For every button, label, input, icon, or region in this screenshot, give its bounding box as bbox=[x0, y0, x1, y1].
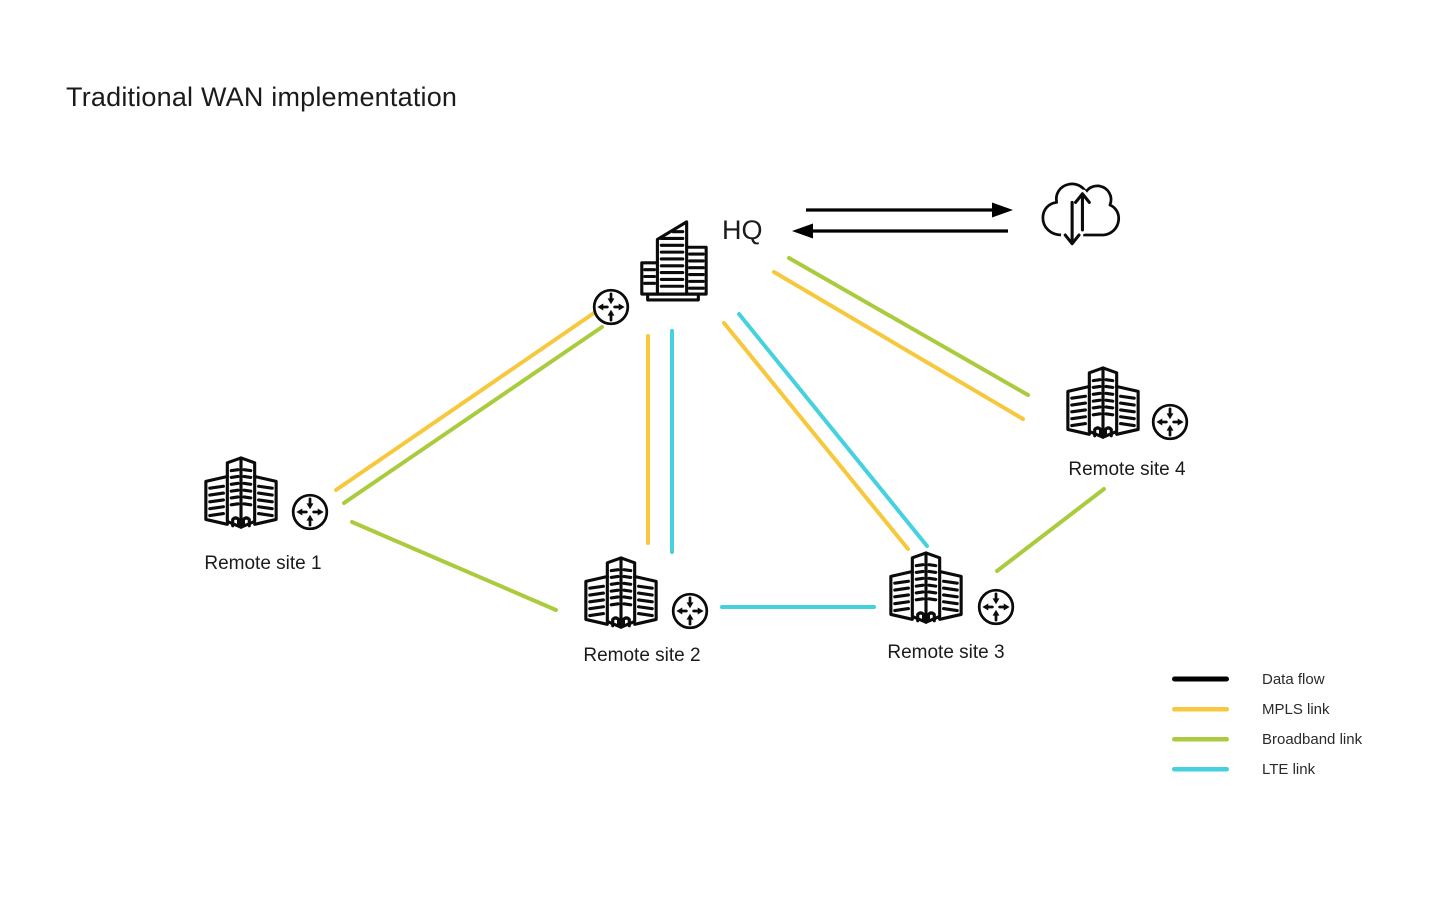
link-hq-rs3-mpls bbox=[722, 321, 910, 551]
legend-item-broadband: Broadband link bbox=[1172, 724, 1362, 754]
remote-site-1-building-icon bbox=[204, 456, 278, 529]
arrow-cloud-to-hq bbox=[792, 223, 1008, 239]
hq-label: HQ bbox=[722, 215, 763, 245]
link-hq-rs4-mpls bbox=[772, 270, 1025, 421]
legend-item-data-flow: Data flow bbox=[1172, 664, 1362, 694]
remote-site-3-label: Remote site 3 bbox=[887, 642, 1005, 663]
hq-router-icon bbox=[592, 288, 630, 326]
remote-site-2-label: Remote site 2 bbox=[583, 645, 701, 666]
remote-site-2-building-icon bbox=[584, 556, 658, 629]
legend-label-lte: LTE link bbox=[1262, 760, 1316, 778]
link-rs1-rs2-broadband bbox=[350, 520, 558, 612]
broadband-swatch bbox=[1172, 737, 1229, 742]
arrow-hq-to-cloud bbox=[806, 202, 1013, 218]
link-rs1-hq-mpls bbox=[334, 311, 596, 492]
link-rs1-hq-broadband bbox=[342, 325, 604, 505]
lte-swatch bbox=[1172, 767, 1229, 772]
cloud-icon bbox=[1043, 184, 1119, 244]
legend-label-mpls: MPLS link bbox=[1262, 700, 1330, 718]
legend: Data flow MPLS link Broadband link LTE l… bbox=[1172, 664, 1362, 784]
remote-site-1-label: Remote site 1 bbox=[204, 553, 322, 574]
remote-site-3-router-icon bbox=[977, 588, 1015, 626]
remote-site-4-building-icon bbox=[1066, 366, 1140, 439]
legend-item-mpls: MPLS link bbox=[1172, 694, 1362, 724]
link-rs3-rs4-broadband bbox=[995, 487, 1106, 573]
legend-label-data-flow: Data flow bbox=[1262, 670, 1325, 688]
hq-building-icon bbox=[640, 220, 708, 302]
remote-site-4-label: Remote site 4 bbox=[1068, 459, 1186, 480]
data-flow-swatch bbox=[1172, 676, 1229, 682]
link-hq-rs3-lte bbox=[737, 312, 929, 548]
remote-site-3-building-icon bbox=[889, 551, 963, 624]
legend-item-lte: LTE link bbox=[1172, 754, 1362, 784]
legend-label-broadband: Broadband link bbox=[1262, 730, 1363, 748]
data-flow-arrows bbox=[792, 202, 1013, 239]
mpls-swatch bbox=[1172, 707, 1229, 712]
page-title: Traditional WAN implementation bbox=[66, 82, 458, 112]
remote-site-1-router-icon bbox=[291, 493, 329, 531]
remote-site-2-router-icon bbox=[671, 592, 709, 630]
remote-site-4-router-icon bbox=[1151, 403, 1189, 441]
link-hq-rs4-broadband bbox=[787, 256, 1030, 397]
